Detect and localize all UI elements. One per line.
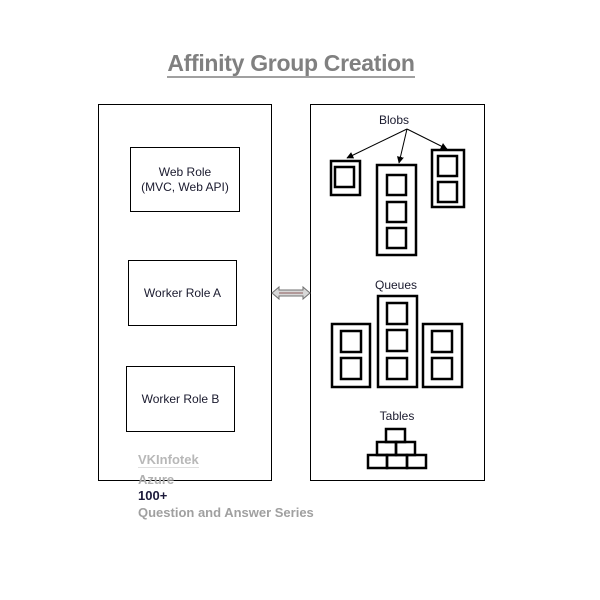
- blob-arrow-right: [406, 128, 448, 150]
- worker-role-b-label: Worker Role B: [141, 391, 220, 406]
- tables-icon: [366, 427, 428, 470]
- queues-label: Queues: [374, 278, 418, 292]
- blob-arrow-middle: [397, 128, 408, 164]
- watermark-series: Question and Answer Series: [138, 505, 314, 520]
- watermark-azure: Azure: [138, 472, 175, 487]
- storage-panel: [310, 104, 485, 481]
- watermark-brand: VKInfotek: [138, 452, 199, 468]
- web-role-sublabel: (MVC, Web API): [141, 179, 229, 194]
- queue-icon-left: [330, 322, 372, 389]
- queue-icon-center: [376, 294, 419, 389]
- worker-role-a-label: Worker Role A: [143, 285, 222, 300]
- blob-icon-medium: [430, 148, 466, 209]
- queue-icon-right: [421, 322, 464, 389]
- blob-icon-tall: [375, 163, 418, 257]
- double-arrow-icon: [271, 285, 311, 301]
- worker-role-b-box: Worker Role B: [126, 366, 235, 432]
- web-role-box: Web Role (MVC, Web API): [130, 147, 240, 212]
- diagram-title: Affinity Group Creation: [0, 50, 582, 78]
- blobs-label: Blobs: [378, 113, 410, 127]
- diagram-title-text: Affinity Group Creation: [167, 50, 415, 78]
- blob-icon-small: [329, 159, 362, 197]
- web-role-label: Web Role: [158, 164, 212, 179]
- blob-arrows: [346, 128, 448, 164]
- watermark-count: 100+: [138, 488, 168, 503]
- compute-panel: [98, 104, 272, 481]
- blob-arrow-left: [346, 128, 408, 159]
- tables-label: Tables: [379, 409, 415, 423]
- worker-role-a-box: Worker Role A: [128, 260, 237, 326]
